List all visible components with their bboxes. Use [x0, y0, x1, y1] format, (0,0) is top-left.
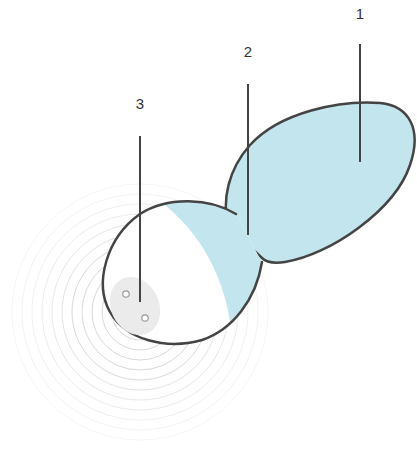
leader-line: [139, 136, 141, 302]
contact-dot: [123, 291, 129, 297]
leader-lines: [140, 44, 360, 302]
callout-number: 3: [136, 96, 144, 111]
neck-band: [158, 190, 300, 360]
leader-line: [359, 44, 361, 162]
leader-line: [247, 84, 249, 235]
callout-number: 1: [356, 6, 364, 21]
callout-number: 2: [244, 44, 252, 59]
contact-dot: [142, 315, 148, 321]
contact-patch: [101, 269, 170, 344]
base-body: [226, 103, 415, 263]
